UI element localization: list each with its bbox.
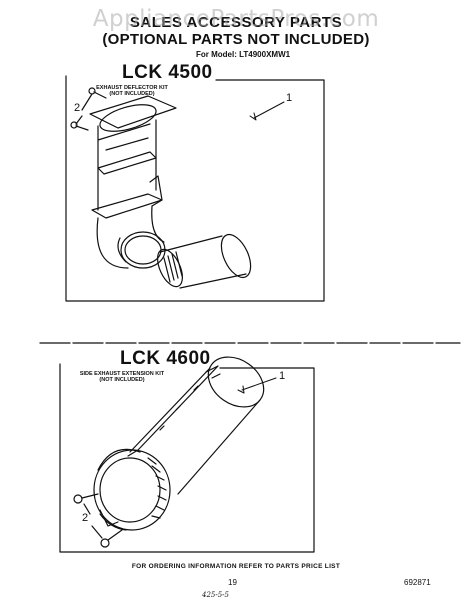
watermark: AppliancePartsPros.com — [92, 6, 380, 32]
screw-upper — [73, 493, 99, 504]
kit-label-line1: SIDE EXHAUST EXTENSION KIT — [79, 371, 165, 377]
lck4600-frame — [59, 363, 315, 553]
kit-label-line2: (NOT INCLUDED) — [99, 377, 145, 383]
model-number: For Model: LT4900XMW1 — [196, 50, 291, 59]
callout-kit-lck4500: 1 — [286, 92, 293, 104]
callout-kit-lck4600: 1 — [279, 370, 286, 382]
callout-screws-lck4600: 2 — [82, 512, 89, 524]
handwritten-note: 425-5-5 — [202, 591, 229, 599]
document-number: 692871 — [404, 578, 431, 587]
page-subtitle: (OPTIONAL PARTS NOT INCLUDED) — [102, 31, 370, 48]
side-exhaust-extension-drawing — [73, 356, 277, 548]
section-title-lck4600: LCK 4600 — [120, 348, 211, 369]
exhaust-deflector-drawing — [70, 87, 285, 289]
kit-label-lck4500: EXHAUST DEFLECTOR KIT (NOT INCLUDED) — [76, 85, 188, 97]
section-title-lck4500: LCK 4500 — [122, 62, 213, 83]
kit-label-line2: (NOT INCLUDED) — [109, 91, 155, 97]
kit-label-line1: EXHAUST DEFLECTOR KIT — [96, 85, 168, 91]
page-number: 19 — [228, 578, 237, 587]
ordering-info: FOR ORDERING INFORMATION REFER TO PARTS … — [131, 563, 341, 570]
page-title: SALES ACCESSORY PARTS — [129, 14, 343, 31]
kit-label-lck4600: SIDE EXHAUST EXTENSION KIT (NOT INCLUDED… — [66, 371, 178, 383]
callout-screws-lck4500: 2 — [74, 102, 81, 114]
screw-lower — [100, 529, 123, 548]
lck4500-frame — [65, 75, 325, 302]
screw-left — [70, 121, 89, 131]
